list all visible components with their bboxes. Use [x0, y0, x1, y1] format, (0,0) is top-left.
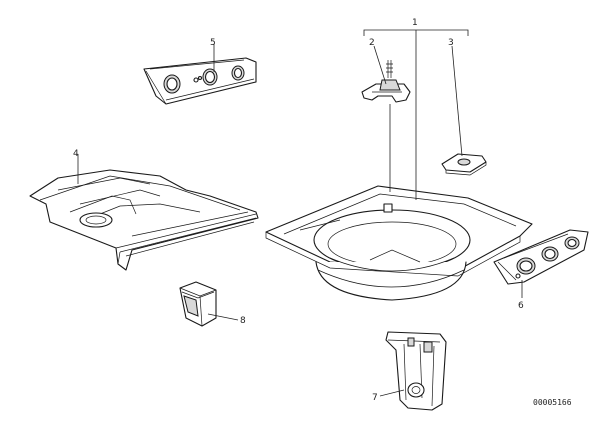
leader-lines [77, 29, 523, 397]
callout-5: 5 [210, 38, 216, 48]
callouts: 1 2 3 4 5 6 7 8 [73, 18, 524, 403]
part-6-side-bracket [493, 229, 589, 285]
callout-3: 3 [448, 38, 454, 48]
part-2-retainer-bolt [361, 60, 411, 103]
part-7-vertical-bracket [385, 331, 447, 411]
part-3-plate [441, 153, 487, 176]
spare-wheel-well [265, 185, 533, 301]
part-8-mount-block [179, 281, 217, 327]
callout-4: 4 [73, 149, 79, 159]
part-5-bracket [143, 57, 257, 105]
callout-2: 2 [369, 38, 375, 48]
callout-6: 6 [518, 301, 524, 311]
diagram-code: 00005166 [533, 398, 572, 407]
callout-7: 7 [372, 393, 378, 403]
part-4-floor-panel [29, 169, 259, 271]
callout-8: 8 [240, 316, 246, 326]
callout-1: 1 [412, 18, 418, 28]
